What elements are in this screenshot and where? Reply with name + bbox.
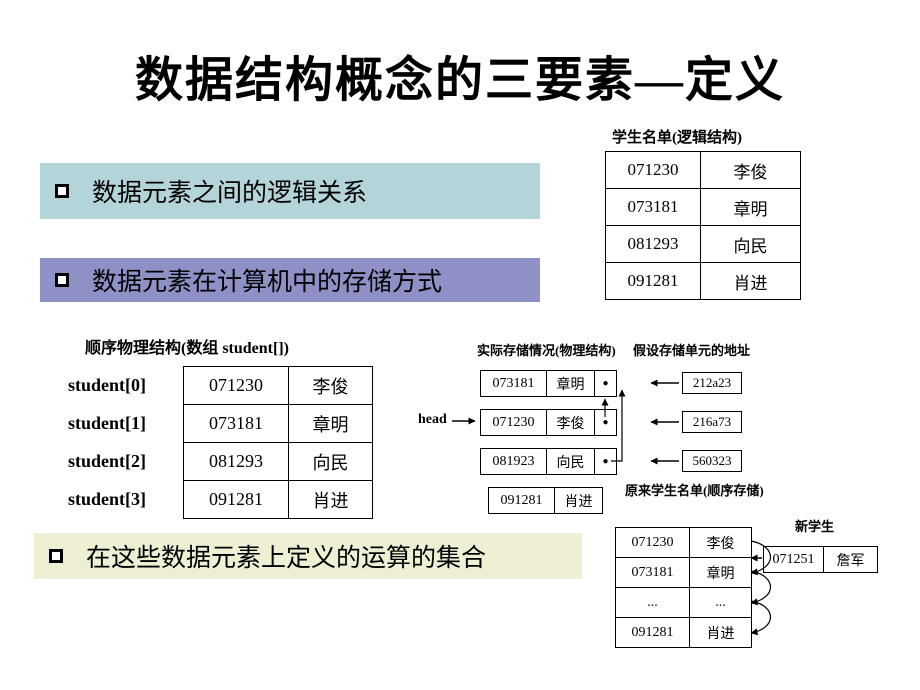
table-row: 073181 章明 (183, 404, 373, 443)
logical-structure-table: 071230 李俊 073181 章明 081293 向民 091281 肖进 (605, 151, 801, 300)
student-id-cell: 071251 (763, 546, 824, 573)
student-id-cell: 081293 (183, 442, 289, 481)
student-name-cell: 向民 (288, 442, 373, 481)
bullet-logical-text: 数据元素之间的逻辑关系 (92, 180, 368, 207)
student-id-cell: 073181 (615, 557, 690, 588)
student-id-cell: 071230 (480, 409, 547, 436)
table-row: 073181 章明 (605, 188, 801, 226)
student-name-cell: 詹军 (823, 546, 878, 573)
square-bullet-icon (55, 273, 69, 287)
link-arc-icon (750, 570, 771, 606)
bullet-logical-relations: 数据元素之间的逻辑关系 (40, 163, 540, 219)
page-title: 数据结构概念的三要素—定义 (134, 54, 785, 107)
pointer-dot-icon: ● (594, 448, 617, 475)
table-row: 071230 李俊 (615, 527, 752, 558)
table-row: 081293 向民 (605, 225, 801, 263)
student-name-cell: 李俊 (700, 151, 801, 189)
student-name-cell: 李俊 (288, 366, 373, 405)
memory-caption-right: 假设存储单元的地址 (633, 343, 751, 358)
student-id-cell: 071230 (615, 527, 690, 558)
student-id-cell: 091281 (615, 617, 690, 648)
student-name-cell: 章明 (546, 370, 595, 397)
array-index-label: student[0] (68, 375, 147, 395)
memory-cell-row: 091281 肖进 (488, 487, 603, 514)
student-name-cell: 向民 (700, 225, 801, 263)
student-id-cell: 071230 (605, 151, 701, 189)
array-index-label: student[2] (68, 451, 147, 471)
student-id-cell: 081923 (480, 448, 547, 475)
pointer-dot-icon: ● (594, 409, 617, 436)
student-id-cell: 091281 (605, 262, 701, 300)
student-id-cell: 071230 (183, 366, 289, 405)
student-name-cell: 肖进 (700, 262, 801, 300)
array-index-label: student[1] (68, 413, 147, 433)
student-name-cell: 李俊 (689, 527, 752, 558)
memory-cell-row: 071230 李俊 ● (480, 409, 617, 436)
student-name-cell: 章明 (288, 404, 373, 443)
student-id-cell: 081293 (605, 225, 701, 263)
memory-address-box: 212a23 (682, 372, 742, 394)
bullet-storage-mode: 数据元素在计算机中的存储方式 (40, 258, 540, 302)
memory-caption-left: 实际存储情况(物理结构) (477, 343, 616, 358)
table-row: 091281 肖进 (605, 262, 801, 300)
memory-address-box: 560323 (682, 450, 742, 472)
student-name-cell: 向民 (546, 448, 595, 475)
link-arc-icon (750, 600, 771, 636)
student-id-cell: 073181 (605, 188, 701, 226)
logical-table-caption: 学生名单(逻辑结构) (612, 130, 742, 146)
square-bullet-icon (55, 184, 69, 198)
bullet-storage-text: 数据元素在计算机中的存储方式 (92, 269, 443, 296)
array-index-label: student[3] (68, 489, 147, 509)
student-id-cell: ... (615, 587, 690, 618)
student-name-cell: ... (689, 587, 752, 618)
array-section-caption: 顺序物理结构(数组 student[]) (85, 340, 289, 357)
table-row: 071230 李俊 (183, 366, 373, 405)
table-row: 073181 章明 (615, 557, 752, 588)
new-student-box: 071251 詹军 (763, 546, 878, 573)
memory-cell-row: 073181 章明 ● (480, 370, 617, 397)
student-name-cell: 肖进 (288, 480, 373, 519)
student-name-cell: 章明 (689, 557, 752, 588)
student-name-cell: 肖进 (554, 487, 603, 514)
student-name-cell: 李俊 (546, 409, 595, 436)
bullet-operations-set: 在这些数据元素上定义的运算的集合 (34, 533, 582, 579)
student-name-cell: 章明 (700, 188, 801, 226)
head-pointer-label: head (418, 412, 447, 427)
student-id-cell: 091281 (488, 487, 555, 514)
bullet-operations-text: 在这些数据元素上定义的运算的集合 (86, 545, 487, 572)
square-bullet-icon (49, 549, 63, 563)
table-row: 071230 李俊 (605, 151, 801, 189)
new-student-label: 新学生 (795, 519, 835, 534)
table-row: 081293 向民 (183, 442, 373, 481)
memory-cell-row: 081923 向民 ● (480, 448, 617, 475)
table-row: 091281 肖进 (615, 617, 752, 648)
student-id-cell: 073181 (183, 404, 289, 443)
memory-address-box: 216a73 (682, 411, 742, 433)
table-row: 091281 肖进 (183, 480, 373, 519)
pointer-dot-icon: ● (594, 370, 617, 397)
array-structure-table: 071230 李俊 073181 章明 081293 向民 091281 肖进 (183, 366, 373, 519)
table-row: ... ... (615, 587, 752, 618)
student-id-cell: 091281 (183, 480, 289, 519)
student-name-cell: 肖进 (689, 617, 752, 648)
linked-list-table: 071230 李俊 073181 章明 ... ... 091281 肖进 (615, 527, 752, 648)
memory-footer-label: 原来学生名单(顺序存储) (625, 483, 764, 498)
student-id-cell: 073181 (480, 370, 547, 397)
